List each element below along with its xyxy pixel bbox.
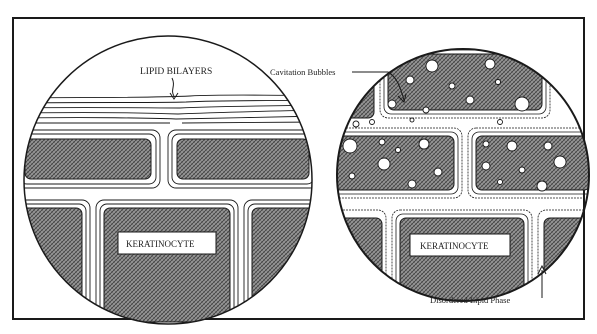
keratinocyte-cell <box>16 130 160 188</box>
lipid-bilayer-lines <box>20 95 320 123</box>
cavitation-bubbles-label: Cavitation Bubbles <box>270 67 335 77</box>
cavitated-skin-view: Cavitation Bubbles KERATINOCYTE Disorder… <box>270 46 597 310</box>
keratinocyte-cell <box>326 210 386 310</box>
disordered-lipid-phase-label: Disordered Lipid Phase <box>430 295 510 305</box>
keratinocyte-cell <box>334 46 374 118</box>
lipid-bilayers-pointer <box>172 78 174 96</box>
keratinocyte-label-left: KERATINOCYTE <box>126 239 195 249</box>
keratinocyte-cell <box>244 200 334 330</box>
intact-skin-view: LIPID BILAYERS KERATINOCYTE <box>10 36 334 330</box>
keratinocyte-label-right: KERATINOCYTE <box>420 241 489 251</box>
keratinocyte-cell-labelled <box>96 200 238 330</box>
keratinocyte-cell <box>10 200 90 330</box>
keratinocyte-cell <box>538 210 597 310</box>
lipid-bilayers-label: LIPID BILAYERS <box>140 67 212 77</box>
keratinocyte-cell <box>168 130 318 188</box>
keratinocyte-cell <box>326 128 462 198</box>
